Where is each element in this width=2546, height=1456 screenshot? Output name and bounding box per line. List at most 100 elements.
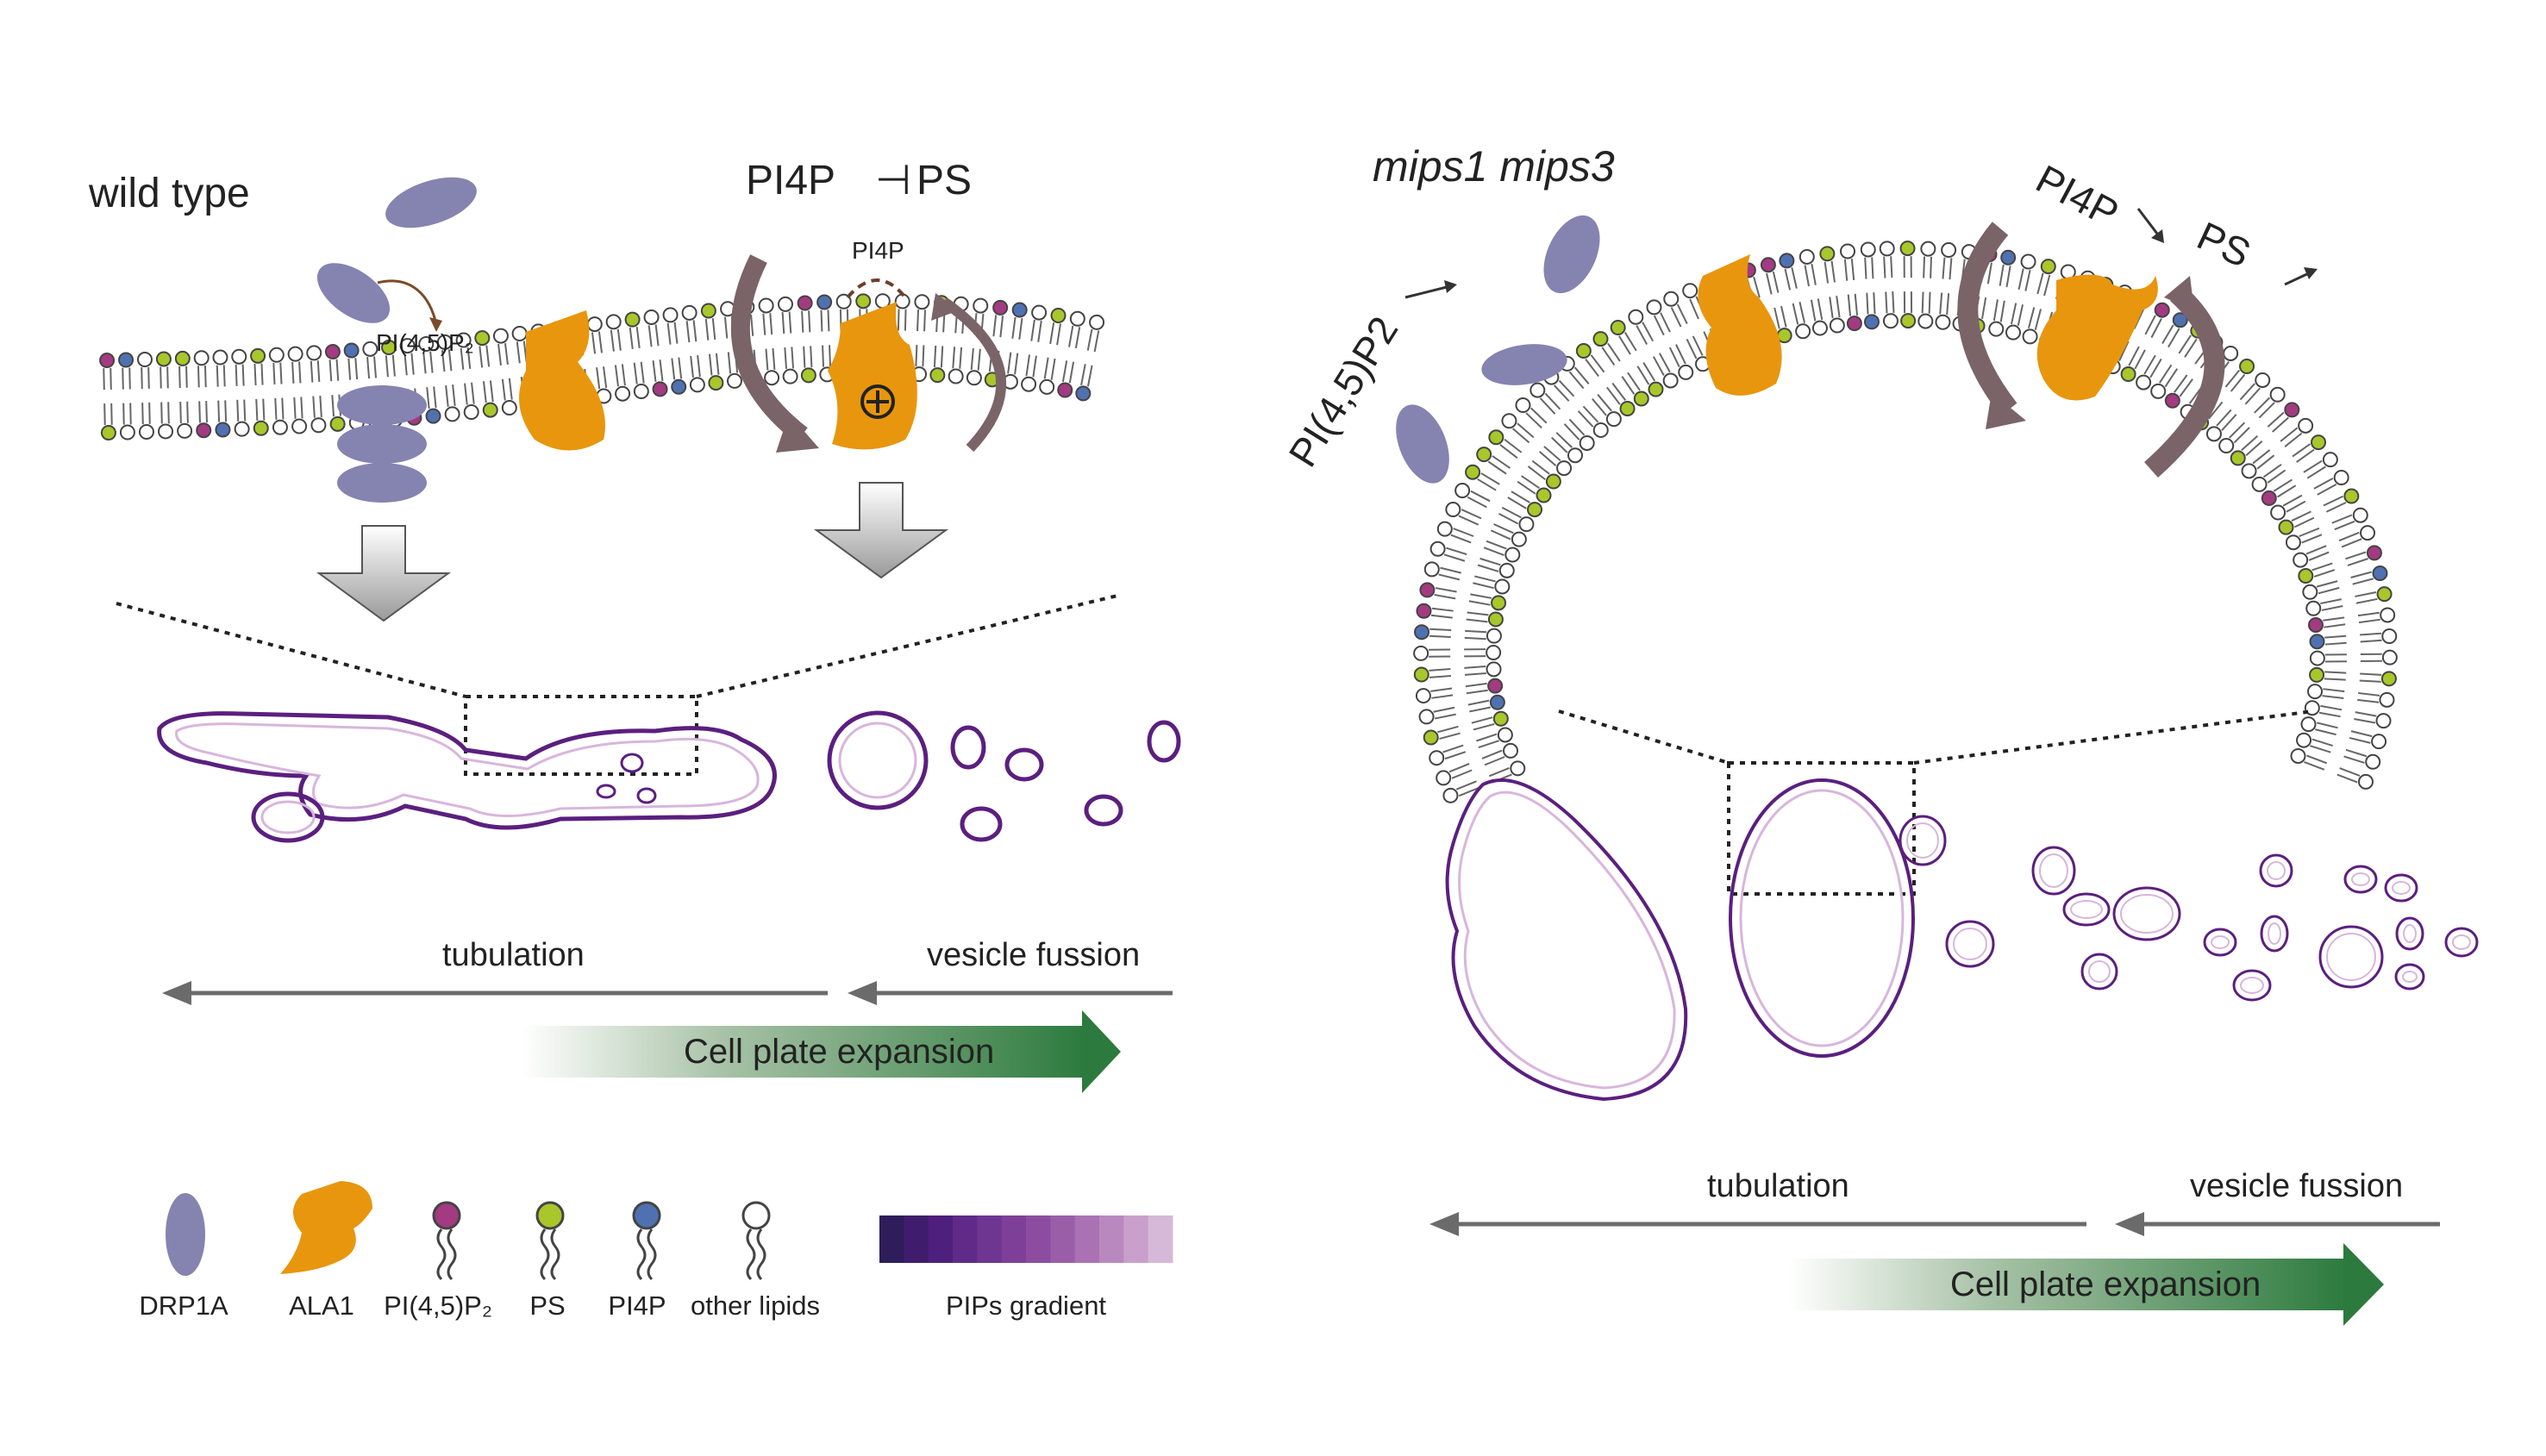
drp1a-ring-1 bbox=[337, 385, 427, 425]
lipid-tail bbox=[1464, 666, 1486, 669]
lipid-tail bbox=[203, 366, 207, 388]
mutant-small-vesicle bbox=[2062, 892, 2111, 927]
lipid-head bbox=[1610, 319, 1626, 335]
lipid-head bbox=[501, 400, 517, 416]
vesicle-large bbox=[827, 710, 929, 810]
lipid-head bbox=[1504, 547, 1521, 563]
expansion-arrow-head bbox=[1082, 1010, 1121, 1093]
lipid-tail bbox=[633, 362, 638, 384]
lipid-head bbox=[708, 375, 724, 391]
lipid-tail bbox=[1470, 593, 1492, 599]
lipid-tail bbox=[2313, 477, 2334, 490]
lipid-tail bbox=[2310, 745, 2331, 753]
lipid-tail bbox=[629, 327, 634, 349]
lipid-tail bbox=[2350, 730, 2373, 738]
lipid-head bbox=[1882, 313, 1899, 329]
lipid-tail bbox=[235, 364, 238, 386]
lipid-tail bbox=[1437, 725, 1459, 734]
lipid-tail bbox=[2331, 514, 2353, 524]
lipid-tail bbox=[1606, 386, 1621, 405]
lipid-tail bbox=[999, 316, 1004, 338]
lipid-tail bbox=[241, 364, 245, 386]
flip-arrow-outer-left bbox=[730, 254, 808, 443]
lipid-head bbox=[1057, 382, 1073, 398]
lipid-head bbox=[700, 303, 716, 319]
lipid-tail bbox=[167, 402, 170, 424]
lipid-tail bbox=[497, 343, 502, 366]
lipid-tail bbox=[2284, 432, 2303, 447]
lipid-tail bbox=[2178, 334, 2192, 354]
lipid-tail bbox=[659, 359, 664, 382]
lipid-head bbox=[1510, 760, 1526, 777]
lipid-tail bbox=[1539, 451, 1557, 467]
lipid-tail bbox=[1074, 327, 1081, 349]
pathway-pi4p: PI4P bbox=[746, 158, 835, 203]
lipid-head bbox=[1941, 242, 1957, 259]
lipid-head bbox=[138, 423, 154, 440]
lipid-tail bbox=[1438, 573, 1461, 581]
lipid-head bbox=[1556, 460, 1573, 477]
lipid-tail bbox=[2318, 711, 2341, 718]
lipid-tail bbox=[1025, 354, 1030, 377]
lipid-tail bbox=[2134, 349, 2146, 370]
lipid-head bbox=[1413, 645, 1429, 661]
lipid-head bbox=[272, 419, 288, 435]
mutant-small-vesicle-inner bbox=[2267, 861, 2286, 880]
lipid-tail bbox=[1465, 682, 1487, 688]
expansion-arrow-right: Cell plate expansion bbox=[1789, 1243, 2384, 1326]
mutant-small-vesicle-inner bbox=[2402, 971, 2418, 983]
lipid-tail bbox=[366, 357, 371, 379]
lipid-tail bbox=[1043, 357, 1049, 379]
lipid-head bbox=[2000, 249, 2017, 266]
lipid-head bbox=[1075, 385, 1092, 402]
mutant-small-vesicle bbox=[2384, 873, 2418, 903]
lipid-tail bbox=[147, 366, 150, 389]
lipid-tail bbox=[298, 361, 302, 384]
lipid-head bbox=[816, 294, 833, 310]
lipid-tail bbox=[1611, 382, 1627, 402]
pi4p-activation-label: PI4P bbox=[852, 237, 904, 264]
lipid-head bbox=[2270, 504, 2286, 521]
lipid-tail bbox=[2271, 416, 2289, 433]
lipid-tail bbox=[1843, 259, 1849, 281]
gradient-swatch bbox=[904, 1215, 929, 1263]
lipid-tail bbox=[1465, 629, 1487, 634]
lipid-tail bbox=[2352, 578, 2374, 585]
lipid-tail bbox=[2258, 402, 2275, 419]
lipid-tail bbox=[1466, 618, 1488, 623]
lipid-tail bbox=[1555, 432, 1573, 448]
lipid-head bbox=[253, 420, 269, 436]
lipid-tail bbox=[1521, 475, 1540, 490]
lipid-head bbox=[2136, 374, 2152, 391]
legend-other-lipid-icon bbox=[741, 1201, 771, 1281]
left-panel-title: wild type bbox=[88, 171, 250, 216]
lipid-tail bbox=[1597, 393, 1612, 412]
flip-arrow-mutant-1-head bbox=[1986, 392, 2026, 429]
lipid-head bbox=[929, 367, 946, 384]
lipid-tail bbox=[2324, 641, 2347, 646]
lipid-tail bbox=[690, 355, 694, 378]
mutant-small-vesicle-inner bbox=[2452, 934, 2471, 950]
lipid-tail bbox=[1448, 763, 1470, 773]
lipid-head bbox=[287, 346, 303, 362]
tubular-network bbox=[157, 711, 777, 843]
lipid-head bbox=[1920, 241, 1936, 257]
lipid-tail bbox=[293, 397, 297, 419]
lipid-tail bbox=[1585, 359, 1599, 378]
lipid-tail bbox=[1470, 490, 1491, 503]
lipid-tail bbox=[1068, 325, 1074, 347]
lipid-head bbox=[992, 299, 1009, 316]
lipid-head bbox=[1633, 391, 1649, 407]
lipid-head bbox=[1413, 666, 1429, 683]
lipid-tail bbox=[2233, 427, 2250, 444]
lipid-head bbox=[1011, 302, 1028, 318]
lipid-head bbox=[212, 349, 228, 366]
lipid-head bbox=[399, 338, 416, 354]
lipid-tail bbox=[2357, 611, 2380, 617]
fusion-arrowhead-left bbox=[848, 981, 877, 1005]
lipid-head bbox=[1575, 343, 1592, 359]
expansion-arrow-head-right bbox=[2343, 1243, 2384, 1326]
lipid-head bbox=[1476, 447, 1492, 463]
lipid-head bbox=[671, 378, 687, 395]
lipid-head bbox=[1489, 694, 1505, 710]
